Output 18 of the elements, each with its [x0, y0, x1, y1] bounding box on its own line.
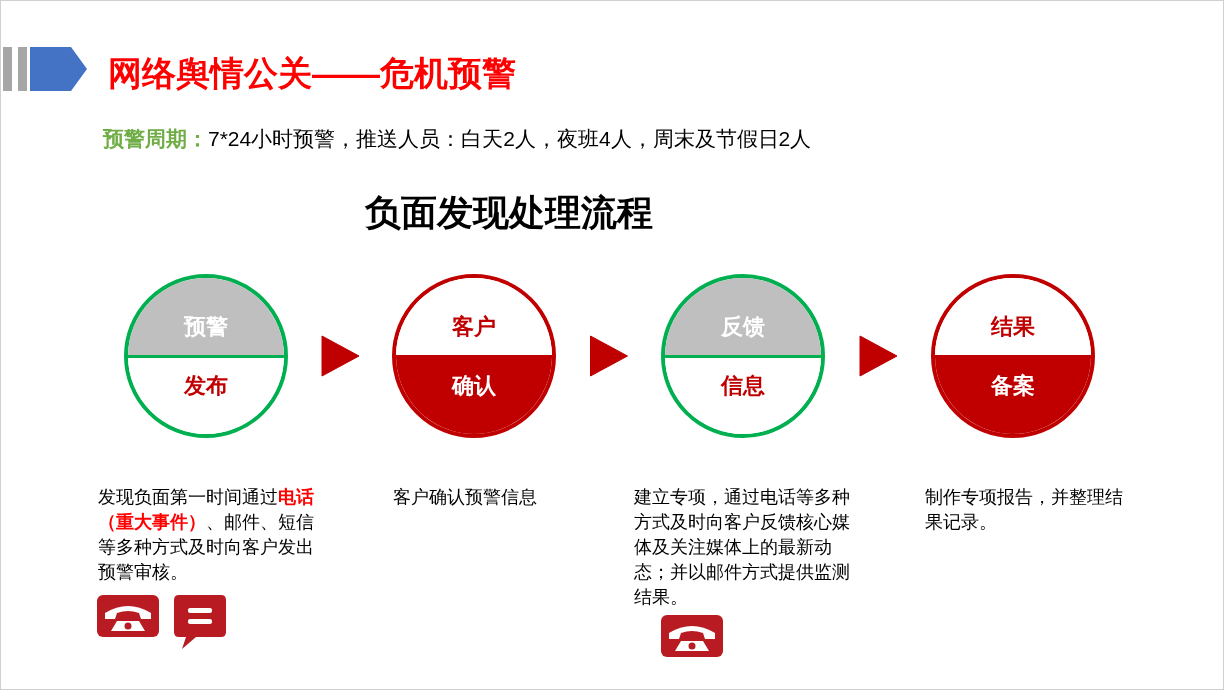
- circle-label: 确认: [452, 371, 496, 400]
- section-heading: 负面发现处理流程: [365, 191, 653, 235]
- circle-label: 客户: [452, 312, 496, 341]
- circle-label: 预警: [184, 312, 228, 341]
- step-description: 客户确认预警信息: [393, 486, 538, 509]
- subtitle: 预警周期：7*24小时预警，推送人员：白天2人，夜班4人，周末及节假日2人: [103, 126, 812, 152]
- circle-label: 备案: [991, 371, 1035, 400]
- circle-label: 结果: [991, 312, 1035, 341]
- arrow: [321, 335, 360, 377]
- circle-label: 反馈: [721, 312, 765, 341]
- circle-label: 发布: [184, 371, 228, 400]
- step-description: 建立专项，通过电话等多种方式及时向客户反馈核心媒体及关注媒体上的最新动态；并以邮件方式提供监测结果。: [634, 486, 851, 609]
- arrow: [590, 335, 628, 377]
- arrow: [859, 335, 898, 377]
- circle-label: 信息: [721, 371, 765, 400]
- step-description: 发现负面第一时间通过电话（重大事件）、邮件、短信等多种方式及时向客户发出预警审核。: [98, 486, 315, 584]
- title: 网络舆情公关——危机预警: [108, 53, 516, 93]
- step-description: 制作专项报告，并整理结果记录。: [925, 486, 1124, 534]
